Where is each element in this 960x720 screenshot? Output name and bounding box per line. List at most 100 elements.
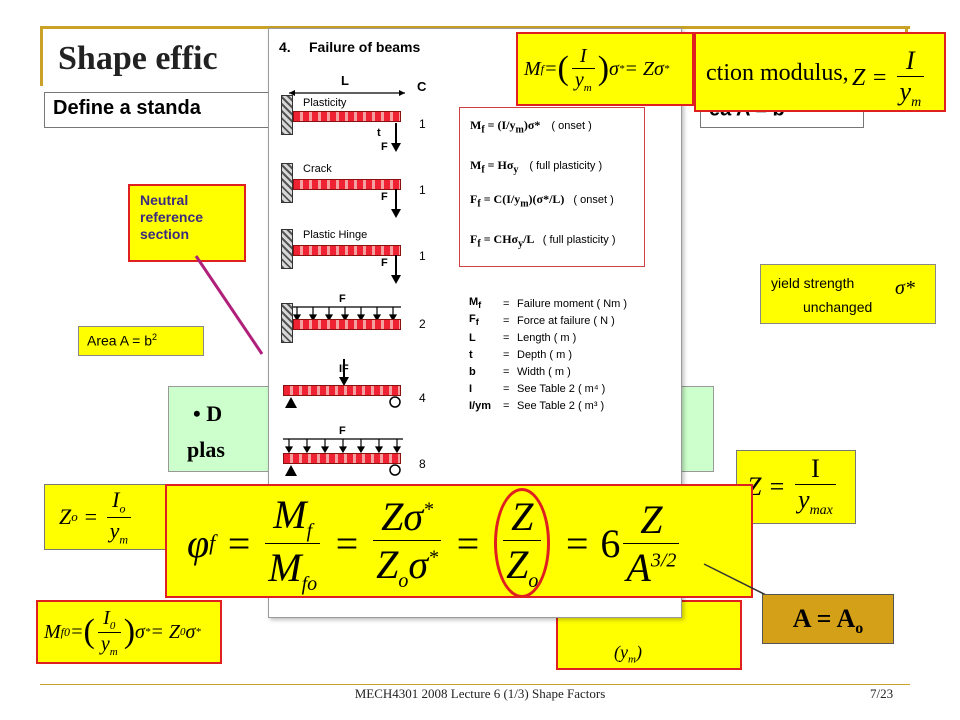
legend-desc: Width ( m )	[517, 365, 571, 378]
legend-sub: f	[475, 317, 479, 328]
plas-text: plas	[187, 437, 225, 462]
legend-desc: Force at failure ( N )	[517, 314, 615, 327]
a-equals-ao-sub: o	[855, 620, 864, 638]
formula-1-sub: f	[481, 124, 485, 136]
green-box-right-edge	[680, 386, 714, 472]
legend-row: Ff=Force at failure ( N )	[469, 313, 615, 328]
formula-3-lhs: F	[470, 192, 478, 206]
legend-desc: See Table 2 ( m³ )	[517, 399, 605, 412]
top-gold-rule	[40, 26, 910, 29]
formula-2-lhs: M	[470, 158, 482, 172]
row-6-force: F	[339, 425, 346, 437]
legend-sym: F	[469, 313, 476, 326]
legend-sym: I	[469, 382, 473, 395]
doc-formula-1: Mf = (I/ym)σ* ( onset )	[470, 118, 592, 136]
formula-2-sub: f	[481, 164, 485, 176]
lower-right-fragment: (ym)	[614, 642, 642, 666]
legend-row: b=Width ( m )	[469, 365, 571, 378]
legend-desc: Depth ( m )	[517, 348, 573, 361]
wall-1	[281, 95, 293, 135]
doc-legend: Mf=Failure moment ( Nm ) Ff=Force at fai…	[469, 295, 669, 414]
neutral-reference-callout: Neutral reference section	[128, 184, 246, 262]
force-stem-3	[395, 255, 397, 277]
row-3-force: F	[381, 257, 388, 269]
footer-text: MECH4301 2008 Lecture 6 (1/3) Shape Fact…	[354, 686, 606, 701]
row-6-c: 8	[419, 457, 426, 471]
legend-desc: See Table 2 ( m⁴ )	[517, 382, 606, 395]
row-4-force: F	[339, 293, 346, 305]
doc-col-C: C	[417, 79, 427, 94]
wall-3	[281, 229, 293, 269]
formula-1-note: ( onset )	[551, 120, 592, 132]
legend-row: I=See Table 2 ( m⁴ )	[469, 382, 606, 395]
bottom-gold-rule	[40, 684, 910, 685]
supports-6	[285, 464, 401, 476]
bullet-text: • D	[193, 401, 223, 426]
distributed-load-6	[283, 438, 403, 453]
wall-4	[281, 303, 293, 343]
force-arrow-3	[391, 275, 401, 284]
legend-sym: L	[469, 331, 476, 344]
force-stem-2	[395, 189, 397, 211]
doc-formula-2: Mf = Hσy ( full plasticity )	[470, 158, 603, 176]
yield-line1: yield strength	[771, 275, 855, 291]
row-1-c: 1	[419, 117, 426, 131]
force-stem-5	[343, 359, 345, 379]
distributed-load-4	[292, 306, 401, 321]
beam-1	[293, 111, 401, 122]
supports-5	[285, 396, 401, 408]
yield-strength-box: yield strength unchanged σ*	[760, 264, 936, 324]
wall-2	[281, 163, 293, 203]
doc-col-L: L	[341, 73, 349, 88]
legend-row: L=Length ( m )	[469, 331, 577, 344]
force-arrow-2	[391, 209, 401, 218]
legend-sub: f	[478, 300, 482, 311]
row-2-label: Crack	[303, 163, 332, 175]
row-4-c: 2	[419, 317, 426, 331]
yield-sigma: σ*	[895, 277, 915, 299]
legend-row: I/ym=See Table 2 ( m³ )	[469, 399, 605, 412]
row-1-mark-t: t	[377, 127, 381, 139]
left-gold-rule	[40, 26, 43, 86]
doc-heading: Failure of beams	[309, 39, 421, 55]
yield-line2: unchanged	[803, 299, 873, 315]
beam-4	[293, 319, 401, 330]
formula-3-note: ( onset )	[573, 194, 614, 206]
doc-length-dim	[289, 90, 405, 96]
neutral-pointer	[194, 255, 264, 355]
legend-desc: Length ( m )	[517, 331, 577, 344]
row-3-label: Plastic Hinge	[303, 229, 368, 241]
row-2-force: F	[381, 191, 388, 203]
legend-sym: I/ym	[469, 399, 492, 412]
doc-formula-4: Ff = CHσy/L ( full plasticity )	[470, 232, 616, 250]
force-arrow-5	[339, 377, 349, 386]
section-modulus-text: ction modulus,	[706, 60, 849, 86]
bullet-letter: D	[206, 401, 223, 426]
a-equals-ao-box: A = Ao	[762, 594, 894, 644]
force-arrow-1	[391, 143, 401, 152]
formula-1-lhs: M	[470, 118, 482, 132]
row-1-label: Plasticity	[303, 97, 347, 109]
legend-sym: t	[469, 348, 473, 361]
beam-5	[283, 385, 401, 396]
area-label-box: Area A = b2	[78, 326, 204, 356]
row-1-force: F	[381, 141, 388, 153]
beam-2	[293, 179, 401, 190]
legend-row: Mf=Failure moment ( Nm )	[469, 296, 628, 311]
area-label-sup: 2	[152, 332, 158, 342]
row-2-c: 1	[419, 183, 426, 197]
beam-6	[283, 453, 401, 464]
formula-2-note: ( full plasticity )	[529, 160, 603, 172]
doc-formula-box: Mf = (I/ym)σ* ( onset ) Mf = Hσy ( full …	[459, 107, 645, 267]
legend-sym: M	[469, 296, 479, 309]
area-label-text: Area A = b	[87, 332, 152, 349]
page-number: 7/23	[870, 686, 894, 701]
